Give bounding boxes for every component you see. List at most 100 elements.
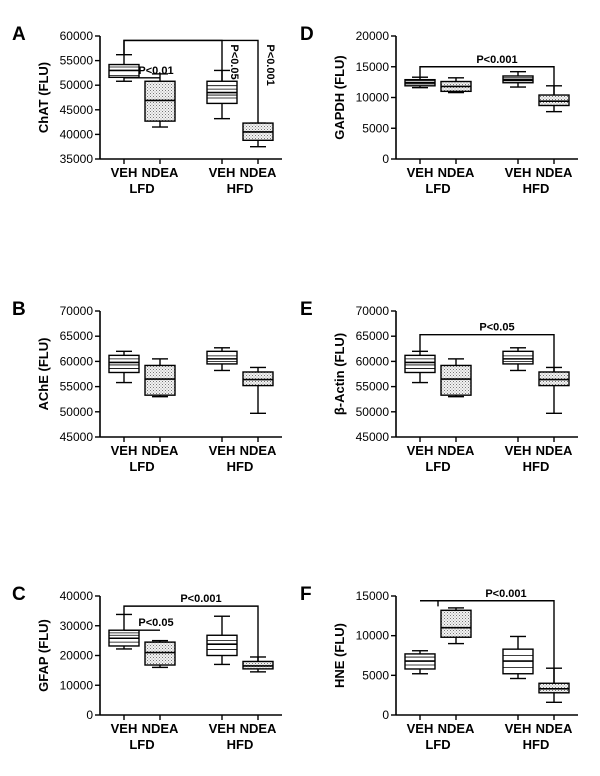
box-2 bbox=[440, 358, 472, 398]
box-4 bbox=[538, 366, 570, 415]
x-tick-label: VEH bbox=[407, 165, 434, 180]
x-tick-label: NDEA bbox=[240, 721, 277, 736]
box-iqr bbox=[404, 354, 436, 374]
y-axis-title: AChE (FLU) bbox=[36, 338, 51, 411]
x-tick-label: NDEA bbox=[438, 165, 475, 180]
y-axis-title: ChAT (FLU) bbox=[36, 62, 51, 133]
y-tick-label: 0 bbox=[86, 708, 93, 722]
y-tick-label: 10000 bbox=[356, 629, 390, 643]
x-tick-label: VEH bbox=[505, 443, 532, 458]
p-value-label: P<0.001 bbox=[264, 44, 276, 85]
panel-letter: D bbox=[300, 24, 314, 45]
x-tick-label: NDEA bbox=[536, 165, 573, 180]
significance-annotation: P<0.05 bbox=[124, 617, 174, 631]
y-tick-label: 65000 bbox=[356, 329, 390, 343]
group-label: HFD bbox=[227, 181, 254, 196]
x-tick-label: VEH bbox=[111, 443, 138, 458]
y-tick-label: 60000 bbox=[60, 29, 94, 43]
x-tick-label: VEH bbox=[407, 443, 434, 458]
box-1 bbox=[404, 650, 436, 675]
x-tick-label: VEH bbox=[111, 721, 138, 736]
x-tick-label: NDEA bbox=[142, 443, 179, 458]
box-iqr bbox=[206, 350, 238, 365]
y-tick-label: 45000 bbox=[60, 430, 94, 444]
box-iqr bbox=[206, 634, 238, 657]
y-tick-label: 20000 bbox=[356, 29, 390, 43]
y-tick-label: 50000 bbox=[60, 405, 94, 419]
panel-letter: F bbox=[300, 584, 312, 605]
p-value-label: P<0.05 bbox=[228, 44, 240, 79]
box-2 bbox=[144, 358, 176, 398]
box-3 bbox=[206, 347, 238, 372]
y-axis-title: GAPDH (FLU) bbox=[332, 55, 347, 140]
y-tick-label: 40000 bbox=[60, 127, 94, 141]
box-iqr bbox=[144, 364, 176, 396]
x-tick-label: VEH bbox=[407, 721, 434, 736]
group-label: LFD bbox=[425, 459, 450, 474]
box-1 bbox=[404, 350, 436, 384]
y-tick-label: 40000 bbox=[60, 589, 94, 603]
significance-bracket bbox=[123, 39, 259, 124]
y-tick-label: 5000 bbox=[362, 668, 389, 682]
y-tick-label: 55000 bbox=[60, 380, 94, 394]
x-tick-label: VEH bbox=[209, 165, 236, 180]
group-label: LFD bbox=[129, 181, 154, 196]
p-value-label: P<0.001 bbox=[180, 593, 221, 605]
x-tick-label: NDEA bbox=[142, 721, 179, 736]
y-axis-title: GFAP (FLU) bbox=[36, 619, 51, 692]
y-tick-label: 55000 bbox=[60, 54, 94, 68]
box-1 bbox=[108, 613, 140, 650]
y-tick-label: 65000 bbox=[60, 329, 94, 343]
y-tick-label: 70000 bbox=[356, 304, 390, 318]
group-label: HFD bbox=[227, 459, 254, 474]
significance-bracket bbox=[437, 600, 555, 684]
group-label: HFD bbox=[227, 737, 254, 752]
y-tick-label: 35000 bbox=[60, 152, 94, 166]
box-3 bbox=[502, 635, 534, 680]
x-tick-label: VEH bbox=[209, 443, 236, 458]
x-tick-label: NDEA bbox=[536, 721, 573, 736]
y-tick-label: 30000 bbox=[60, 619, 94, 633]
p-value-label: P<0.01 bbox=[138, 65, 173, 77]
group-label: LFD bbox=[129, 459, 154, 474]
y-tick-label: 60000 bbox=[356, 354, 390, 368]
x-tick-label: NDEA bbox=[240, 165, 277, 180]
group-label: HFD bbox=[523, 459, 550, 474]
y-tick-label: 0 bbox=[382, 152, 389, 166]
significance-annotation: P<0.001 bbox=[123, 39, 276, 124]
panel-letter: B bbox=[12, 299, 26, 320]
y-tick-label: 50000 bbox=[356, 405, 390, 419]
p-value-label: P<0.05 bbox=[138, 617, 173, 629]
x-tick-label: VEH bbox=[505, 165, 532, 180]
panel-letter: A bbox=[12, 24, 26, 45]
y-tick-label: 15000 bbox=[356, 589, 390, 603]
y-tick-label: 60000 bbox=[60, 354, 94, 368]
box-2 bbox=[144, 73, 176, 128]
y-tick-label: 55000 bbox=[356, 380, 390, 394]
box-iqr bbox=[440, 364, 472, 396]
y-axis-title: HNE (FLU) bbox=[332, 623, 347, 688]
x-tick-label: NDEA bbox=[438, 443, 475, 458]
significance-annotation: P<0.01 bbox=[124, 65, 174, 79]
y-tick-label: 0 bbox=[382, 708, 389, 722]
x-tick-label: NDEA bbox=[240, 443, 277, 458]
y-tick-label: 20000 bbox=[60, 649, 94, 663]
box-3 bbox=[206, 615, 238, 666]
significance-annotation: P<0.001 bbox=[419, 54, 555, 96]
box-iqr bbox=[108, 354, 140, 374]
x-tick-label: NDEA bbox=[536, 443, 573, 458]
x-tick-label: VEH bbox=[209, 721, 236, 736]
y-tick-label: 70000 bbox=[60, 304, 94, 318]
p-value-label: P<0.001 bbox=[476, 54, 517, 66]
p-value-label: P<0.05 bbox=[479, 322, 514, 334]
box-4 bbox=[242, 366, 274, 415]
y-tick-label: 50000 bbox=[60, 78, 94, 92]
box-2 bbox=[440, 607, 472, 645]
box-iqr bbox=[440, 609, 472, 638]
box-1 bbox=[108, 350, 140, 384]
x-tick-label: VEH bbox=[111, 165, 138, 180]
